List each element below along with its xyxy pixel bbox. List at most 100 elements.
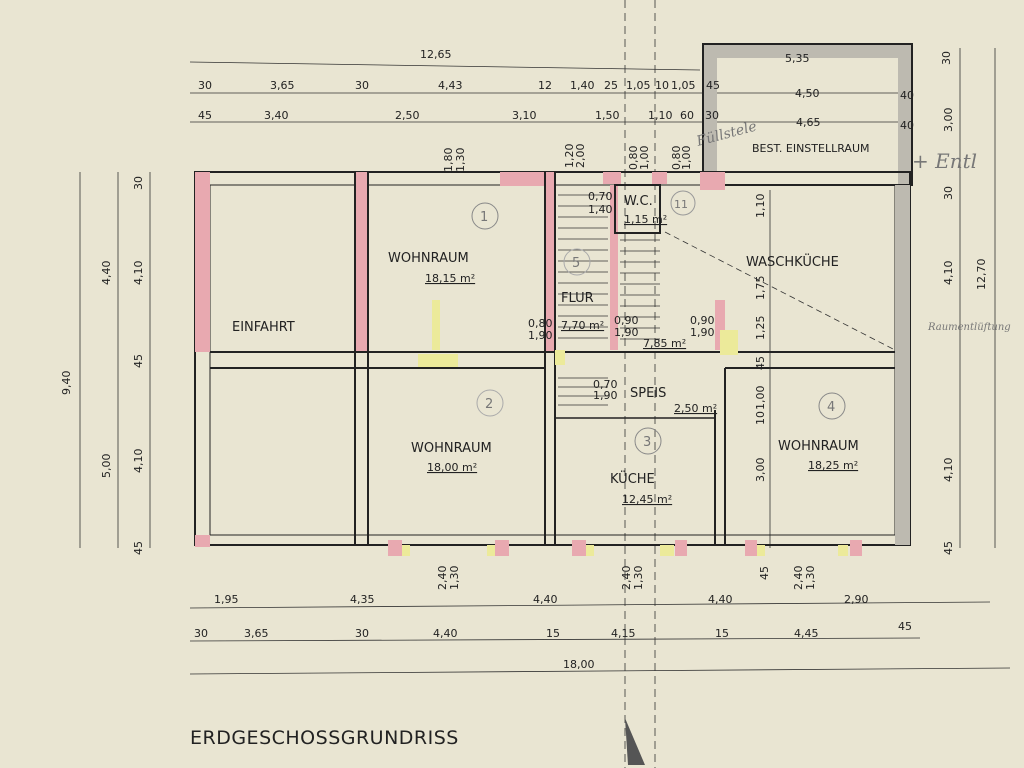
dimension-label: 1,10 — [648, 109, 673, 122]
dimension-label: 4,50 — [795, 87, 820, 100]
room-label: WOHNRAUM — [778, 439, 859, 454]
dimension-label: 2,40 — [792, 566, 805, 591]
room-label: W.C. — [624, 194, 653, 209]
room-area: 2,50 m² — [674, 402, 717, 415]
dimension-label: 12 — [538, 79, 552, 92]
dimension-label: 1,90 — [593, 389, 618, 402]
room-einfahrt: EINFAHRT — [232, 320, 295, 335]
room-label: EINFAHRT — [232, 320, 295, 335]
dimension-label: 30 — [705, 109, 719, 122]
dimension-label: 4,15 — [611, 627, 636, 640]
dimension-label: 1,10 — [754, 194, 767, 219]
dimension-label: 2,00 — [574, 144, 587, 169]
room-label: BEST. EINSTELLRAUM — [752, 142, 869, 155]
dimension-label: 1,50 — [595, 109, 620, 122]
dimension-label: 45 — [198, 109, 212, 122]
north-arrow-icon — [625, 718, 645, 765]
dimension-label: 4,45 — [794, 627, 819, 640]
dimension-label: 25 — [604, 79, 618, 92]
dimension-label: 2,40 — [620, 566, 633, 591]
dimension-label: 10 — [655, 79, 669, 92]
dimension-label: 30 — [194, 627, 208, 640]
dimension-label: 1,05 — [626, 79, 651, 92]
dimension-label: 30 — [198, 79, 212, 92]
dimension-label: 2,50 — [395, 109, 420, 122]
dimension-label: 3,65 — [270, 79, 295, 92]
dimension-label: 0,90 — [690, 314, 715, 327]
dimension-label: 45 — [754, 356, 767, 370]
dimension-label: 1,30 — [448, 566, 461, 591]
dimension-label: 3,10 — [512, 109, 537, 122]
dimension-label: 1,90 — [690, 326, 715, 339]
dimension-label: 4,40 — [533, 593, 558, 606]
dimension-label: 45 — [942, 541, 955, 555]
plan-title: ERDGESCHOSSGRUNDRISS — [190, 727, 459, 749]
room-wohnraum-1: 1 WOHNRAUM 18,15 m² — [388, 202, 499, 285]
room-einstellraum: BEST. EINSTELLRAUM — [752, 142, 869, 155]
dimension-label: 4,10 — [942, 458, 955, 483]
dimension-label: 10 — [754, 411, 767, 425]
room-label: WOHNRAUM — [411, 441, 492, 456]
dimension-label: 45 — [132, 541, 145, 555]
dimension-label: 1,95 — [214, 593, 239, 606]
dimension-label: 1,40 — [570, 79, 595, 92]
dimension-label: 0,70 — [588, 190, 613, 203]
room-wohnraum-2: 2 WOHNRAUM 18,00 m² — [411, 389, 504, 474]
dimension-label: 5,35 — [785, 52, 810, 65]
dimension-lines — [79, 0, 1011, 768]
room-area: 18,25 m² — [808, 459, 858, 472]
dimension-label: 18,00 — [563, 658, 595, 671]
handwritten-note: Raumentlüftung — [927, 322, 1011, 333]
room-number: 11 — [674, 198, 688, 211]
dimension-label: 1,20 — [563, 144, 576, 169]
dimension-label: 4,10 — [942, 261, 955, 286]
room-number: 2 — [485, 397, 493, 412]
dimension-label: 9,40 — [60, 371, 73, 396]
dimension-label: 1,25 — [754, 316, 767, 341]
dimension-label: 4,40 — [100, 261, 113, 286]
dimension-label: 1,80 — [442, 148, 455, 173]
room-number: 3 — [643, 435, 651, 450]
room-speis: SPEIS 2,50 m² — [630, 386, 717, 415]
room-wohnraum-4: 4 WOHNRAUM 18,25 m² — [778, 392, 859, 472]
room-area: 7,85 m² — [643, 337, 686, 350]
dimension-label: 2,40 — [436, 566, 449, 591]
room-wc: 11 W.C. 1,15 m² — [624, 190, 696, 226]
dimension-label: 1,90 — [528, 329, 553, 342]
room-label: FLUR — [561, 291, 594, 306]
diagonal-lines — [664, 231, 896, 351]
dimension-label: 1,40 — [588, 203, 613, 216]
dimension-label: 3,65 — [244, 627, 269, 640]
room-area: 1,15 m² — [624, 213, 667, 226]
dimension-label: 1,30 — [454, 148, 467, 173]
dimension-label: 4,10 — [132, 261, 145, 286]
dimension-label: 5,00 — [100, 454, 113, 479]
room-label: KÜCHE — [610, 470, 655, 487]
dimension-label: 15 — [715, 627, 729, 640]
room-number: 5 — [572, 256, 580, 271]
dimension-label: 30 — [355, 627, 369, 640]
dimension-label: 4,10 — [132, 449, 145, 474]
handwritten-note: + Entl — [912, 149, 977, 173]
dimension-label: 45 — [132, 354, 145, 368]
room-label: WOHNRAUM — [388, 251, 469, 266]
dimension-label: 1,90 — [614, 326, 639, 339]
dimension-label: 4,65 — [796, 116, 821, 129]
staircase — [558, 194, 660, 406]
dimension-label: 0,80 — [528, 317, 553, 330]
dimension-label: 45 — [898, 620, 912, 633]
dimension-label: 4,43 — [438, 79, 463, 92]
dimension-label: 30 — [942, 186, 955, 200]
dimension-label: 0,70 — [593, 378, 618, 391]
room-number: 1 — [480, 210, 488, 225]
dimension-label: 1,75 — [754, 276, 767, 301]
dimension-label: 1,30 — [632, 566, 645, 591]
room-area: 12,45 m² — [622, 493, 672, 506]
room-hall: 7,85 m² — [643, 337, 686, 350]
dimension-label: 45 — [758, 566, 771, 580]
dimension-label: 2,90 — [844, 593, 869, 606]
room-kueche: 3 KÜCHE 12,45 m² — [610, 427, 672, 506]
dimension-label: 12,70 — [975, 259, 988, 291]
